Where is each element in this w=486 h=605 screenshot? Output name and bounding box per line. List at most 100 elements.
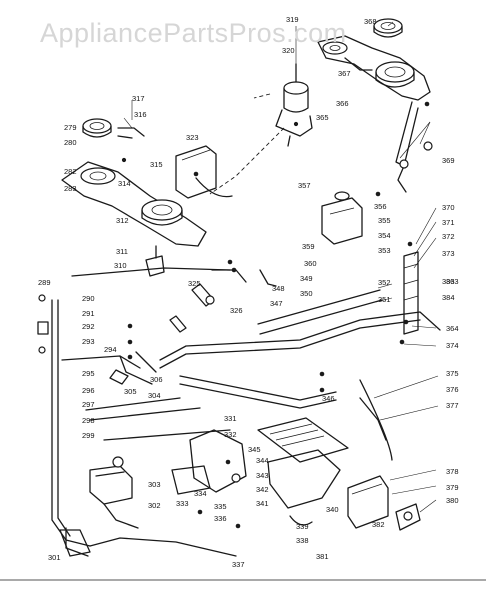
part-label-368: 368 (364, 17, 377, 26)
part-label-382: 382 (372, 520, 385, 529)
part-label-335: 335 (214, 502, 227, 511)
part-label-384: 384 (442, 293, 455, 302)
part-label-370: 370 (442, 203, 455, 212)
part-label-355: 355 (378, 216, 391, 225)
part-label-289: 289 (38, 278, 51, 287)
part-label-351: 351 (378, 295, 391, 304)
lower-burner-assembly (171, 417, 349, 526)
part-label-326: 326 (230, 306, 243, 315)
part-label-336: 336 (214, 514, 227, 523)
part-label-332: 332 (224, 430, 237, 439)
part-label-364: 364 (446, 324, 459, 333)
part-label-356: 356 (374, 202, 387, 211)
part-label-350: 350 (300, 289, 313, 298)
part-label-295: 295 (82, 369, 95, 378)
part-label-378: 378 (446, 467, 459, 476)
part-label-373: 373 (442, 249, 455, 258)
part-label-323: 323 (186, 133, 199, 142)
igniter-assembly (209, 63, 313, 195)
part-label-349: 349 (300, 274, 313, 283)
part-label-366: 366 (336, 99, 349, 108)
part-label-304: 304 (148, 391, 161, 400)
part-label-299: 299 (82, 431, 95, 440)
part-label-301: 301 (48, 553, 61, 562)
part-label-331: 331 (224, 414, 237, 423)
gas-manifold (51, 267, 441, 547)
part-label-306: 306 (150, 375, 163, 384)
part-label-369: 369 (442, 156, 455, 165)
part-label-282: 282 (64, 167, 77, 176)
oven-thermostat (59, 456, 237, 557)
part-label-283: 283 (64, 184, 77, 193)
front-burner-assembly (61, 118, 207, 277)
part-label-343: 343 (256, 471, 269, 480)
part-label-333: 333 (176, 499, 189, 508)
part-label-292: 292 (82, 322, 95, 331)
part-label-298: 298 (82, 416, 95, 425)
watermark: AppliancePartsPros.com (40, 18, 347, 48)
part-label-381: 381 (316, 552, 329, 561)
hardware-fasteners (37, 294, 325, 529)
right-support-rail (359, 241, 419, 441)
part-label-305: 305 (124, 387, 137, 396)
control-bracket (321, 191, 381, 245)
part-label-360: 360 (304, 259, 317, 268)
part-label-348: 348 (272, 284, 285, 293)
part-label-359: 359 (302, 242, 315, 251)
part-label-337: 337 (232, 560, 245, 569)
part-label-311: 311 (116, 247, 128, 256)
part-label-377: 377 (446, 401, 459, 410)
part-label-353: 353 (378, 246, 391, 255)
part-label-346: 346 (322, 394, 335, 403)
part-label-345: 345 (248, 445, 261, 454)
part-label-325: 325 (188, 279, 201, 288)
part-label-310: 310 (114, 261, 127, 270)
part-label-354: 354 (378, 231, 391, 240)
part-label-347: 347 (270, 299, 283, 308)
safety-valve (347, 379, 421, 531)
part-number-labels: 279 280 282 283 289 290 291 292 293 294 295 296 297 2… (38, 15, 459, 569)
leader-lines (123, 21, 439, 513)
part-label-374: 374 (446, 341, 459, 350)
part-label-297: 297 (82, 400, 95, 409)
part-label-376: 376 (446, 385, 459, 394)
part-label-367: 367 (338, 69, 351, 78)
part-label-312: 312 (116, 216, 129, 225)
part-label-315: 315 (150, 160, 163, 169)
part-label-280: 280 (64, 138, 77, 147)
gas-valves (169, 141, 433, 333)
valve-bracket (175, 145, 233, 199)
part-label-291: 291 (82, 309, 95, 318)
part-label-293: 293 (82, 337, 95, 346)
part-label-365: 365 (316, 113, 329, 122)
part-label-357: 357 (298, 181, 311, 190)
part-label-319: 319 (286, 15, 299, 24)
part-label-334: 334 (194, 489, 207, 498)
part-label-375: 375 (446, 369, 459, 378)
part-label-371: 371 (442, 218, 455, 227)
part-label-338: 338 (296, 536, 309, 545)
part-label-317: 317 (132, 94, 145, 103)
part-label-363: 363 (446, 277, 459, 286)
part-label-294: 294 (104, 345, 117, 354)
part-label-352: 352 (378, 278, 391, 287)
part-label-316: 316 (134, 110, 147, 119)
part-label-296: 296 (82, 386, 95, 395)
part-label-290: 290 (82, 294, 95, 303)
part-label-342: 342 (256, 485, 269, 494)
part-label-279: 279 (64, 123, 77, 132)
part-label-372: 372 (442, 232, 455, 241)
part-label-341: 341 (256, 499, 269, 508)
part-label-339: 339 (296, 522, 309, 531)
part-label-320: 320 (282, 46, 295, 55)
part-label-379: 379 (446, 483, 459, 492)
part-label-302: 302 (148, 501, 161, 510)
part-label-314: 314 (118, 179, 131, 188)
part-label-380: 380 (446, 496, 459, 505)
part-label-383: 383 (442, 277, 455, 286)
part-label-303: 303 (148, 480, 161, 489)
part-label-340: 340 (326, 505, 339, 514)
part-label-344: 344 (256, 456, 269, 465)
